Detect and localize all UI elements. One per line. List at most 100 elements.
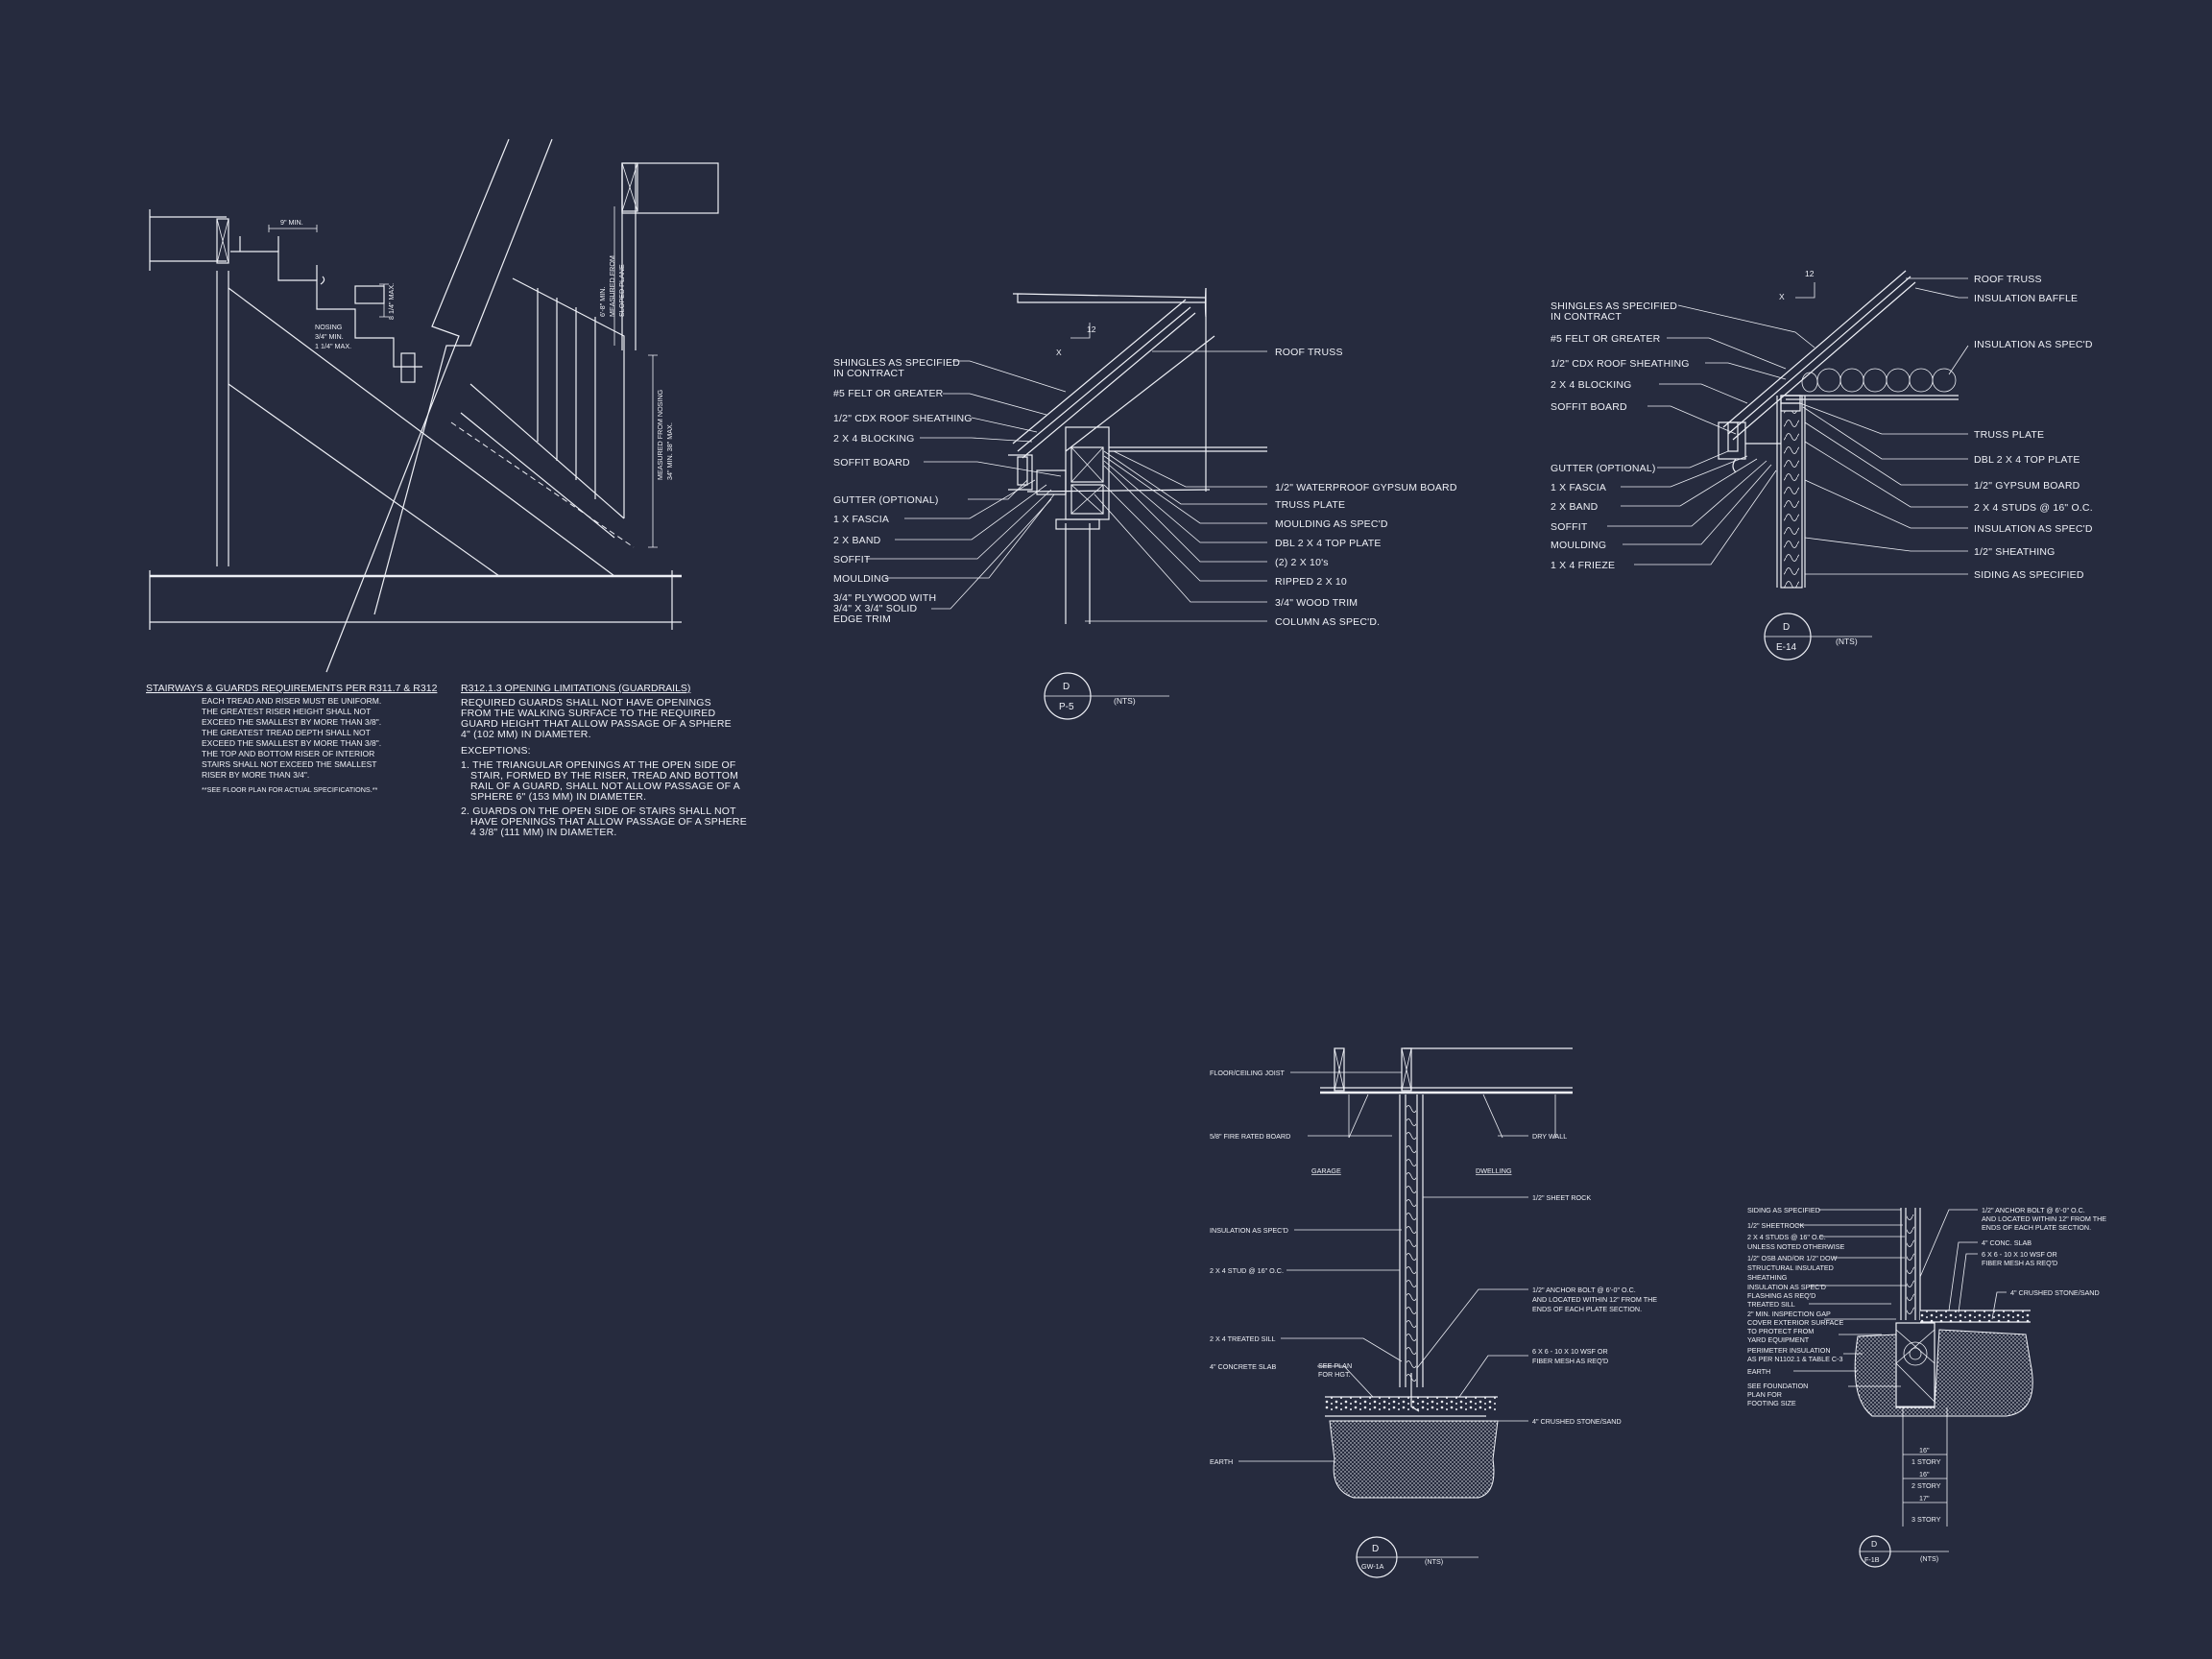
gw1a-label: INSULATION AS SPEC'D <box>1210 1226 1288 1235</box>
p5-scale: (NTS) <box>1114 696 1136 706</box>
stair-note-line: EACH TREAD AND RISER MUST BE UNIFORM. <box>202 696 381 706</box>
exception-1-line: 1. THE TRIANGULAR OPENINGS AT THE OPEN S… <box>461 759 736 771</box>
e14-bubble-bottom: E-14 <box>1776 642 1797 653</box>
gw1a-label: 4" CONCRETE SLAB <box>1210 1362 1276 1371</box>
p5-label: 3/4" X 3/4" SOLID <box>833 603 918 614</box>
stair-note-line: EXCEED THE SMALLEST BY MORE THAN 3/8". <box>202 717 381 727</box>
f1b-label: TO PROTECT FROM <box>1747 1327 1814 1335</box>
f1b-footing-dim: 16" <box>1919 1470 1930 1479</box>
p5-label: GUTTER (OPTIONAL) <box>833 494 939 506</box>
stair-notes-title: STAIRWAYS & GUARDS REQUIREMENTS PER R311… <box>146 683 438 694</box>
gw1a-right-label: FIBER MESH AS REQ'D <box>1532 1357 1608 1365</box>
guard-note-line: FROM THE WALKING SURFACE TO THE REQUIRED <box>461 708 716 719</box>
f1b-label: UNLESS NOTED OTHERWISE <box>1747 1242 1845 1251</box>
e14-label: SOFFIT BOARD <box>1551 401 1627 413</box>
f1b-label: COVER EXTERIOR SURFACE <box>1747 1318 1843 1327</box>
p5-label: #5 FELT OR GREATER <box>833 388 944 399</box>
e14-right-label: SIDING AS SPECIFIED <box>1974 569 2084 581</box>
f1b-footing-dim: 16" <box>1919 1446 1930 1455</box>
gw1a-bubble-bottom: GW-1A <box>1361 1562 1384 1571</box>
p5-slope-12: 12 <box>1087 325 1096 334</box>
p5-label: 2 X BAND <box>833 535 881 546</box>
detail-e14: X 12 SHINGLES AS SPECIFIED IN CONTRACT #… <box>1551 269 2093 661</box>
gw1a-right-label: 1/2" ANCHOR BOLT @ 6'-0" O.C. <box>1532 1286 1636 1294</box>
p5-label: 1 X FASCIA <box>833 514 889 525</box>
e14-scale: (NTS) <box>1836 637 1858 646</box>
f1b-right-label: FIBER MESH AS REQ'D <box>1982 1259 2057 1267</box>
dim-nosing: NOSING <box>315 323 343 331</box>
e14-right-label: 2 X 4 STUDS @ 16" O.C. <box>1974 502 2093 514</box>
stair-note-line: THE TOP AND BOTTOM RISER OF INTERIOR <box>202 749 374 758</box>
p5-label: SHINGLES AS SPECIFIED <box>833 357 960 369</box>
f1b-bubble-top: D <box>1871 1539 1877 1549</box>
f1b-label: STRUCTURAL INSULATED <box>1747 1263 1834 1272</box>
e14-bubble-top: D <box>1783 622 1790 633</box>
stair-notes: STAIRWAYS & GUARDS REQUIREMENTS PER R311… <box>146 683 747 838</box>
f1b-right-label: ENDS OF EACH PLATE SECTION. <box>1982 1223 2091 1232</box>
dim-handrail-1: MEASURED FROM NOSING <box>656 389 664 480</box>
guard-note-line: GUARD HEIGHT THAT ALLOW PASSAGE OF A SPH… <box>461 718 732 730</box>
f1b-label: AS PER N1102.1 & TABLE C-3 <box>1747 1355 1842 1363</box>
exception-1-line: STAIR, FORMED BY THE RISER, TREAD AND BO… <box>470 770 738 781</box>
e14-label: #5 FELT OR GREATER <box>1551 333 1661 345</box>
p5-right-label: ROOF TRUSS <box>1275 347 1343 358</box>
gw1a-right-label: DRY WALL <box>1532 1132 1567 1141</box>
e14-slope-12: 12 <box>1805 269 1815 278</box>
guard-notes-title: R312.1.3 OPENING LIMITATIONS (GUARDRAILS… <box>461 683 690 694</box>
p5-label: SOFFIT BOARD <box>833 457 910 469</box>
e14-right-label: INSULATION BAFFLE <box>1974 293 2078 304</box>
f1b-right-label: 6 X 6 - 10 X 10 WSF OR <box>1982 1250 2057 1259</box>
stair-see-plan-note: **SEE FLOOR PLAN FOR ACTUAL SPECIFICATIO… <box>202 785 378 794</box>
dim-tread-min: 9" MIN. <box>280 218 303 227</box>
p5-right-label: DBL 2 X 4 TOP PLATE <box>1275 538 1382 549</box>
f1b-label: TREATED SILL <box>1747 1300 1795 1309</box>
p5-right-label: MOULDING AS SPEC'D <box>1275 518 1388 530</box>
f1b-right-label: 4" CONC. SLAB <box>1982 1238 2032 1247</box>
p5-right-label: (2) 2 X 10's <box>1275 557 1329 568</box>
f1b-label: SEE FOUNDATION <box>1747 1382 1808 1390</box>
exception-1-line: SPHERE 6" (153 MM) IN DIAMETER. <box>470 791 646 803</box>
gw1a-label: 2 X 4 TREATED SILL <box>1210 1334 1275 1343</box>
p5-label: MOULDING <box>833 573 889 585</box>
gw1a-dwelling-label: DWELLING <box>1476 1166 1512 1175</box>
f1b-label: INSULATION AS SPEC'D <box>1747 1283 1826 1291</box>
f1b-label: SIDING AS SPECIFIED <box>1747 1206 1820 1214</box>
gw1a-label: 5/8" FIRE RATED BOARD <box>1210 1132 1290 1141</box>
e14-right-label: DBL 2 X 4 TOP PLATE <box>1974 454 2080 466</box>
e14-right-label: INSULATION AS SPEC'D <box>1974 339 2093 350</box>
gw1a-bubble-top: D <box>1372 1544 1379 1554</box>
dim-handrail-2: 34" MIN. 38" MAX. <box>665 422 674 480</box>
p5-bubble-top: D <box>1063 682 1070 692</box>
f1b-label: 2" MIN. INSPECTION GAP <box>1747 1310 1831 1318</box>
f1b-footing-story: 1 STORY <box>1911 1457 1941 1466</box>
gw1a-label: EARTH <box>1210 1457 1233 1466</box>
gw1a-right-label: 1/2" SHEET ROCK <box>1532 1193 1591 1202</box>
dim-riser-max: 8 1/4" MAX. <box>387 283 396 320</box>
gw1a-scale: (NTS) <box>1425 1557 1443 1566</box>
p5-right-label: 3/4" WOOD TRIM <box>1275 597 1358 609</box>
e14-right-label: TRUSS PLATE <box>1974 429 2044 441</box>
f1b-label: 1/2" OSB AND/OR 1/2" DOW <box>1747 1254 1838 1262</box>
e14-insulation <box>1801 368 1957 393</box>
stair-note-line: RISER BY MORE THAN 3/4". <box>202 770 309 780</box>
p5-label: 3/4" PLYWOOD WITH <box>833 592 936 604</box>
exception-2-line: 2. GUARDS ON THE OPEN SIDE OF STAIRS SHA… <box>461 805 736 817</box>
p5-label: 2 X 4 BLOCKING <box>833 433 915 445</box>
p5-right-label: TRUSS PLATE <box>1275 499 1345 511</box>
gw1a-label: FLOOR/CEILING JOIST <box>1210 1069 1285 1077</box>
f1b-label: SHEATHING <box>1747 1273 1788 1282</box>
f1b-label: 2 X 4 STUDS @ 16" O.C. <box>1747 1233 1826 1241</box>
exceptions-title: EXCEPTIONS: <box>461 745 531 757</box>
f1b-right-label: 4" CRUSHED STONE/SAND <box>2010 1288 2100 1297</box>
stair-note-line: THE GREATEST TREAD DEPTH SHALL NOT <box>202 728 371 737</box>
dim-nosing-min: 3/4" MIN. <box>315 332 344 341</box>
f1b-footing-story: 2 STORY <box>1911 1481 1941 1490</box>
guard-note-line: 4" (102 MM) IN DIAMETER. <box>461 729 591 740</box>
e14-label: 2 X 4 BLOCKING <box>1551 379 1632 391</box>
e14-label: GUTTER (OPTIONAL) <box>1551 463 1656 474</box>
f1b-scale: (NTS) <box>1920 1554 1938 1563</box>
p5-label: IN CONTRACT <box>833 368 904 379</box>
exception-2-line: 4 3/8" (111 MM) IN DIAMETER. <box>470 827 616 838</box>
dim-headroom-2: MEASURED FROM <box>608 255 616 317</box>
f1b-footing-story: 3 STORY <box>1911 1515 1941 1524</box>
